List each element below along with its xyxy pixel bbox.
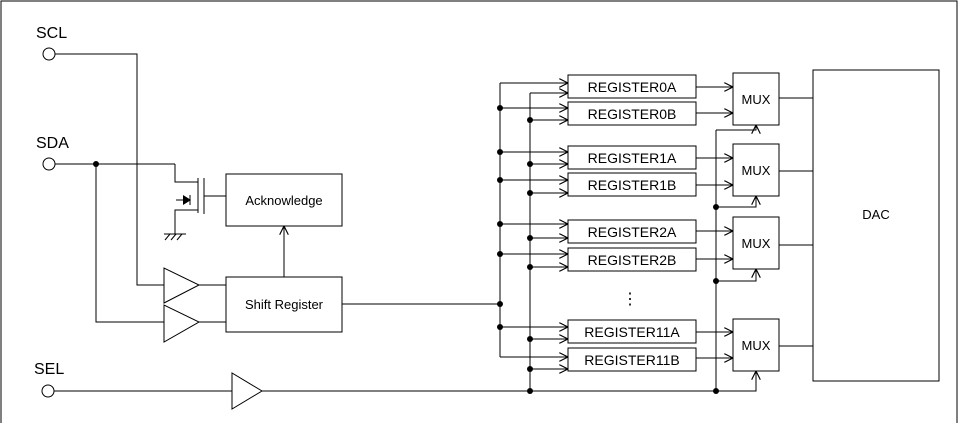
acknowledge-label: Acknowledge [245,193,322,208]
mux-0: MUX [732,72,780,126]
sda-to-ack-transistor [174,164,198,183]
junction-dot [93,161,99,167]
strobe-bus-taps [530,93,568,369]
ack-transistor [174,178,226,234]
register-1b: REGISTER1B [567,172,697,197]
data-bus-junctions [497,105,503,330]
shift-register-block [225,276,343,333]
register-2a: REGISTER2A [567,219,697,244]
scl-pin-label: SCL [36,25,67,42]
sel-buffer [231,372,263,410]
mux-11: MUX [732,318,780,372]
ground-icon [164,233,186,241]
register-1b-label: REGISTER1B [588,177,677,193]
mux-to-dac-wires [779,97,813,347]
register-0b-label: REGISTER0B [588,106,677,122]
sda-pin-label: SDA [36,135,69,152]
scl-buffer [163,267,201,304]
shift-register-label: Shift Register [245,297,324,312]
acknowledge-block [225,173,343,227]
scl-pin [42,47,56,61]
mux-1: MUX [732,143,780,197]
register-0a: REGISTER0A [567,74,697,99]
register-2b-label: REGISTER2B [588,252,677,268]
register-1a-label: REGISTER1A [588,150,677,166]
register-to-mux-wires [696,87,733,358]
register-2b: REGISTER2B [567,247,697,272]
register-2a-label: REGISTER2A [588,224,677,240]
mux-select-taps [716,125,756,392]
sel-pin-label: SEL [34,361,64,378]
svg-text:MUX: MUX [742,92,771,107]
sda-pin [42,157,56,171]
mux-2: MUX [732,216,780,270]
register-0a-label: REGISTER0A [588,79,677,95]
data-bus-taps [500,83,568,357]
register-11a: REGISTER11A [567,319,697,344]
svg-text:MUX: MUX [742,163,771,178]
register-1a: REGISTER1A [567,145,697,170]
sel-pin [41,384,55,398]
mux-select-junctions [713,204,719,394]
register-0b: REGISTER0B [567,101,697,126]
register-11b: REGISTER11B [567,347,697,372]
dac-block [812,69,940,382]
sda-to-input-buffer [95,164,164,323]
register-11b-label: REGISTER11B [584,352,679,368]
sda-buffer [163,304,201,343]
scl-wire [55,53,164,286]
svg-text:MUX: MUX [742,338,771,353]
ellipsis-vertical: ⋮ [622,291,638,308]
svg-text:MUX: MUX [742,236,771,251]
register-11a-label: REGISTER11A [584,324,680,340]
dac-label: DAC [862,207,889,222]
